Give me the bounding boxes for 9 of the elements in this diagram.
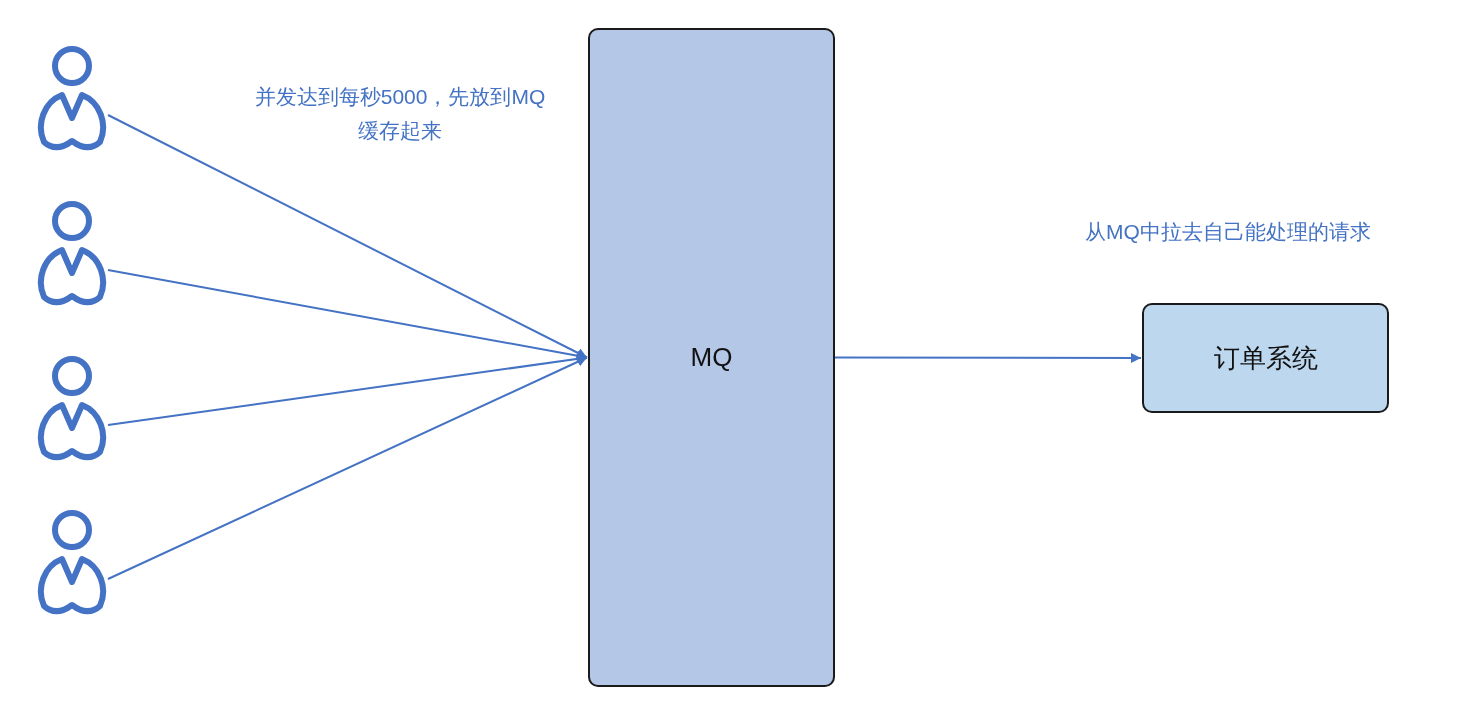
note-text: 并发达到每秒5000，先放到MQ缓存起来 [253, 84, 547, 144]
node-label: MQ [690, 342, 733, 373]
arrow [834, 353, 1142, 363]
arrow [107, 356, 588, 580]
note-text: 从MQ中拉去自己能处理的请求 [1085, 219, 1372, 245]
queue-box [588, 28, 835, 687]
arrow [107, 114, 588, 359]
node-label: 订单系统 [1213, 341, 1318, 375]
process-box [1142, 303, 1389, 413]
